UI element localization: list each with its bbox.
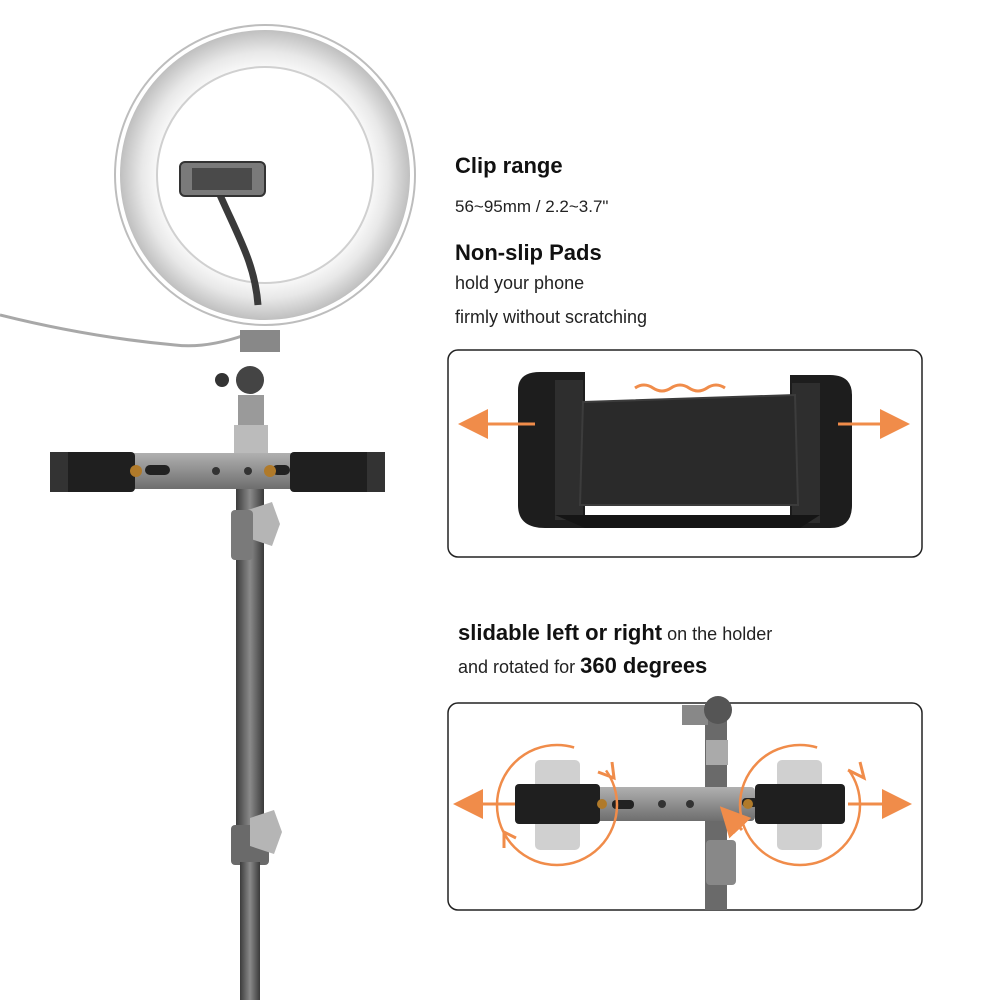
clip-range-title: Clip range [455, 153, 563, 178]
non-slip-pad [578, 393, 800, 506]
slidable-bold: slidable left or right [458, 620, 663, 645]
grip-wave-icon [634, 383, 726, 393]
left-phone-clip [50, 452, 135, 492]
ring-light-stand [0, 24, 416, 1000]
non-slip-desc-line1: hold your phone [455, 273, 585, 293]
slidable-rest: on the holder [662, 624, 773, 644]
right-clip-rotatable [755, 784, 845, 824]
lock-knob-lower [250, 810, 282, 854]
slide-rotate-illustration [453, 696, 912, 910]
phone-clip-closeup [518, 372, 852, 528]
non-slip-desc-line2: firmly without scratching [455, 307, 648, 327]
rotation-degrees: 360 degrees [580, 653, 708, 678]
non-slip-title: Non-slip Pads [455, 240, 602, 265]
left-clip-rotatable [515, 784, 600, 824]
lock-knob-upper [248, 502, 280, 546]
right-phone-clip [290, 452, 385, 492]
slidable-caption-line2: and rotated for 360 degrees [458, 653, 707, 679]
extension-bar [120, 453, 295, 489]
slidable-caption-line1: slidable left or right on the holder [458, 620, 772, 646]
ball-head [236, 366, 264, 394]
gooseneck [216, 193, 262, 306]
rotated-rest: and rotated for [458, 657, 581, 677]
clip-range-value: 56~95mm / 2.2~3.7" [455, 197, 609, 216]
power-cable [0, 313, 246, 348]
